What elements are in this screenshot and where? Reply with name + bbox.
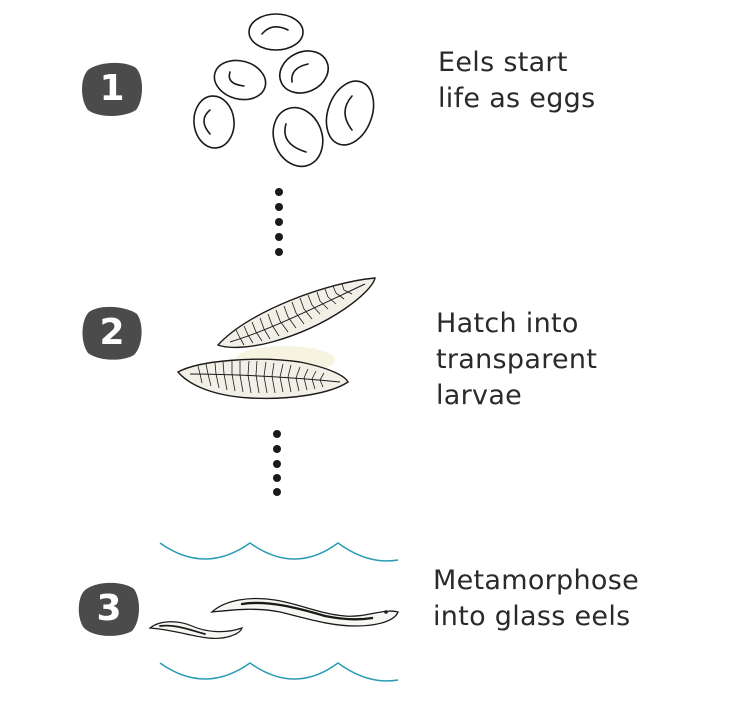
badge-shape (82, 306, 142, 360)
caption-line: Eels start (438, 47, 568, 78)
dotted-connector (275, 188, 283, 256)
caption-line: larvae (436, 380, 523, 411)
stage-1-caption: Eels start life as eggs (438, 45, 595, 117)
egg-icon (213, 59, 267, 101)
badge-shape (78, 582, 140, 636)
caption-line: into glass eels (433, 601, 631, 632)
eggs-illustration (193, 13, 375, 168)
stage-2-caption: Hatch into transparent larvae (436, 306, 597, 414)
caption-line: transparent (436, 344, 598, 375)
step-number: 3 (96, 588, 122, 629)
step-badge-1: 1 (80, 60, 144, 118)
larva-icon (176, 358, 349, 400)
egg-icon (325, 80, 375, 146)
larva-icon (216, 277, 376, 349)
egg-icon (279, 50, 329, 94)
egg-icon (193, 95, 235, 149)
dotted-connector (273, 430, 281, 496)
step-badge-2: 2 (80, 304, 144, 362)
step-badge-3: 3 (77, 580, 141, 638)
stage-3-caption: Metamorphose into glass eels (433, 563, 639, 635)
egg-icon (248, 13, 304, 51)
step-number: 1 (99, 68, 125, 109)
badge-shape (82, 62, 142, 116)
larvae-illustration (176, 277, 376, 400)
step-number: 2 (99, 312, 125, 353)
glass-eel-icon (148, 621, 243, 639)
water-top-icon (159, 542, 399, 562)
caption-line: Metamorphose (433, 565, 640, 596)
egg-icon (272, 106, 324, 168)
caption-line: life as eggs (438, 83, 596, 114)
glass-eel-icon (210, 597, 399, 627)
glass-eels-illustration (148, 597, 399, 639)
caption-line: Hatch into (436, 308, 579, 339)
water-bottom-icon (159, 662, 399, 682)
